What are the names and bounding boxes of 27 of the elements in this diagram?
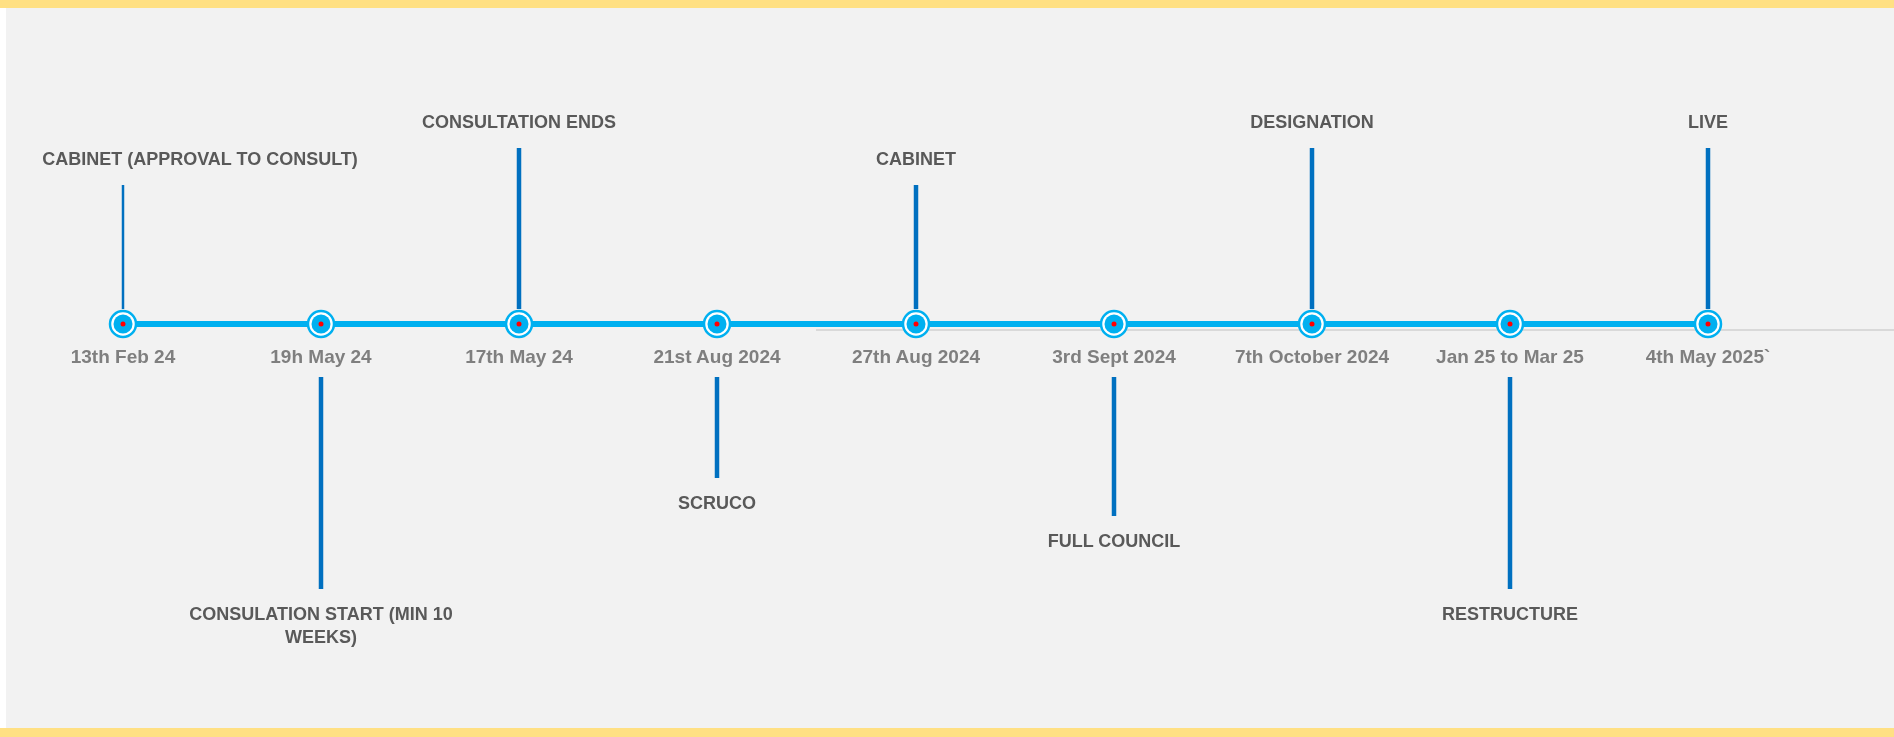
leader-line (913, 185, 919, 309)
milestone-label: SCRUCO (678, 492, 756, 515)
date-label: 7th October 2024 (1234, 345, 1390, 369)
milestone-label: RESTRUCTURE (1442, 603, 1578, 626)
leader-line (1507, 377, 1513, 589)
date-label: Jan 25 to Mar 25 (1436, 345, 1584, 369)
milestone-label: DESIGNATION (1250, 111, 1374, 134)
date-label: 17th May 24 (465, 345, 573, 369)
leader-line (1309, 148, 1315, 309)
date-label: 13th Feb 24 (70, 345, 176, 369)
leader-line (714, 377, 720, 478)
milestone-label: CONSULATION START (MIN 10 WEEKS) (188, 603, 454, 649)
leader-line (121, 185, 125, 309)
date-label: 27th Aug 2024 (851, 345, 981, 369)
date-label: 21st Aug 2024 (653, 345, 781, 369)
leader-line (1111, 377, 1117, 516)
milestone-label: LIVE (1688, 111, 1728, 134)
milestone-label: CABINET (876, 148, 956, 171)
date-label: 3rd Sept 2024 (1052, 345, 1176, 369)
milestone-label: FULL COUNCIL (1047, 530, 1181, 553)
milestone-label: CABINET (APPROVAL TO CONSULT) (42, 148, 358, 171)
leader-line (516, 148, 522, 309)
date-label: 4th May 2025` (1645, 345, 1771, 369)
leader-line (1705, 148, 1711, 309)
leader-line (318, 377, 324, 589)
milestone-label: CONSULTATION ENDS (422, 111, 616, 134)
date-label: 19h May 24 (270, 345, 372, 369)
